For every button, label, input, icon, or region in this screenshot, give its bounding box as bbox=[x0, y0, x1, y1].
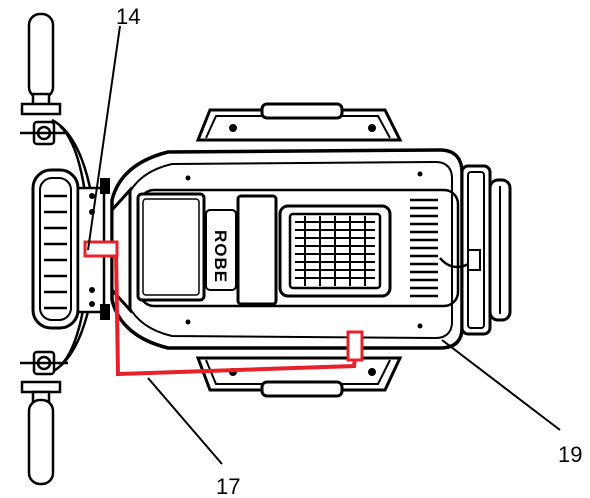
brand-logo: ROBE bbox=[211, 230, 230, 283]
lower-grip bbox=[27, 398, 55, 486]
attachment-point-left bbox=[83, 240, 119, 258]
side-vents bbox=[410, 198, 438, 298]
shell-screws bbox=[185, 171, 423, 329]
upper-clamp bbox=[20, 102, 62, 116]
callout-leaders bbox=[87, 25, 561, 465]
leader-17 bbox=[147, 377, 223, 465]
handle-assembly bbox=[20, 12, 97, 486]
yoke-arm-top bbox=[195, 108, 403, 142]
callout-label-19: 19 bbox=[558, 442, 582, 467]
grille-slots bbox=[295, 216, 375, 286]
callout-label-14: 14 bbox=[116, 4, 140, 29]
display-window bbox=[136, 192, 206, 302]
leader-19 bbox=[441, 339, 561, 431]
upper-grip bbox=[27, 12, 55, 100]
center-strap bbox=[236, 194, 278, 306]
front-lens-assembly bbox=[439, 164, 512, 336]
base-plate bbox=[31, 168, 110, 330]
head-body bbox=[110, 148, 464, 350]
brand-plate bbox=[205, 209, 237, 291]
safety-cable-highlight bbox=[83, 240, 364, 377]
attachment-point-right bbox=[346, 330, 364, 362]
callout-label-17: 17 bbox=[216, 474, 240, 498]
leader-14 bbox=[87, 25, 121, 251]
